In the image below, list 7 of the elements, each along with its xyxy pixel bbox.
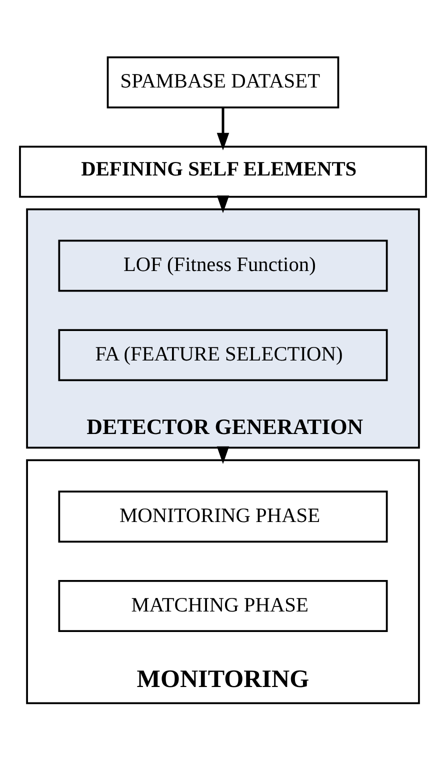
node-box: SPAMBASE DATASET [106, 56, 340, 108]
node-box: FA (FEATURE SELECTION) [58, 328, 388, 381]
node-box: LOF (Fitness Function) [58, 239, 388, 292]
arrow [216, 106, 230, 150]
arrow [216, 446, 230, 464]
node-box: MONITORING PHASE [58, 490, 388, 542]
node-box: MATCHING PHASE [58, 579, 388, 632]
